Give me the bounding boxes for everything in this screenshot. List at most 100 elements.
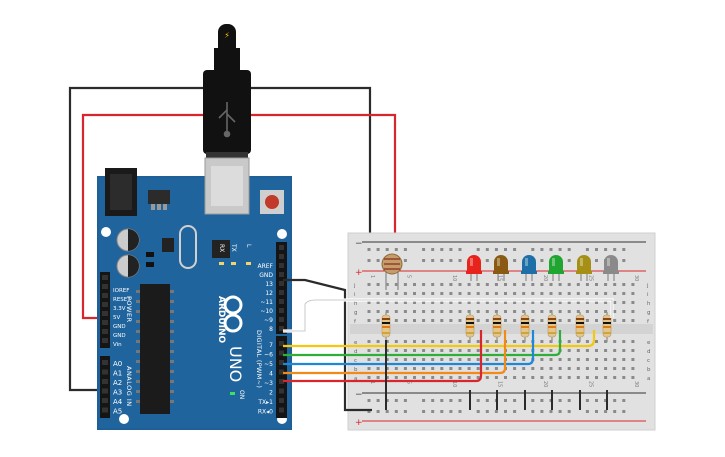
digital-pin-hole[interactable] — [279, 398, 284, 403]
photoresistor — [381, 253, 403, 290]
column-number: 15 — [496, 381, 502, 387]
row-letter: a — [647, 376, 650, 382]
digital-pin-hole[interactable] — [279, 263, 284, 268]
resistor — [575, 312, 585, 342]
wire-yellow-pin7 — [283, 330, 596, 348]
power-pin-label: 3.3V — [113, 306, 126, 312]
power-pin-label: 5V — [113, 315, 120, 321]
column-number: 1 — [369, 275, 375, 278]
analog-pin-hole[interactable] — [102, 379, 108, 384]
digital-pin-hole[interactable] — [279, 341, 284, 346]
digital-pin-label: GND — [259, 272, 273, 279]
row-letter: c — [354, 358, 357, 364]
digital-pin-hole[interactable] — [279, 317, 284, 322]
row-letter: j — [353, 283, 356, 289]
svg-text:−: − — [355, 239, 363, 249]
row-letter: g — [647, 310, 651, 316]
digital-pin-hole[interactable] — [279, 281, 284, 286]
digital-pin-label: 2 — [269, 390, 273, 397]
wire-bundle — [283, 278, 614, 412]
led-label-tx: TX — [230, 243, 237, 252]
wire-white-pin9-outline — [283, 299, 613, 332]
column-number: 20 — [542, 381, 548, 387]
digital-pin-label: ~9 — [264, 317, 273, 324]
digital-pin-hole[interactable] — [279, 299, 284, 304]
digital-pin-label: ~6 — [264, 352, 273, 359]
analog-pin-hole[interactable] — [102, 398, 108, 403]
ground-jumpers — [385, 340, 608, 410]
board-indicator-leds — [219, 262, 251, 265]
column-number: 30 — [633, 381, 639, 387]
analog-pin-hole[interactable] — [102, 407, 108, 413]
analog-pin-label: A0 — [113, 360, 122, 368]
wire-orange-pin4 — [283, 330, 507, 375]
wire-blue-pin5 — [283, 330, 535, 366]
analog-pin-label: A2 — [113, 379, 122, 387]
power-pin-hole[interactable] — [102, 284, 108, 289]
digital-pin-hole[interactable] — [279, 308, 284, 313]
column-number: 5 — [405, 275, 411, 278]
power-pin-hole[interactable] — [102, 293, 108, 298]
power-pin-hole[interactable] — [102, 302, 108, 307]
digital-pin-label: 7 — [269, 342, 273, 349]
power-pin-label: GND — [113, 324, 126, 330]
analog-pin-hole[interactable] — [102, 360, 108, 365]
digital-pin-hole[interactable] — [279, 379, 284, 384]
led-gray — [603, 255, 619, 281]
svg-text:−: − — [355, 390, 363, 400]
resistor — [520, 312, 530, 342]
power-pin-hole[interactable] — [102, 311, 108, 316]
digital-pin-label: 4 — [269, 371, 273, 378]
digital-pin-hole[interactable] — [279, 388, 284, 394]
digital-pin-label: AREF — [257, 263, 273, 270]
resistor — [381, 312, 391, 342]
digital-pin-hole[interactable] — [279, 272, 284, 277]
wire-green-pin6 — [283, 330, 562, 357]
column-number: 15 — [496, 275, 502, 281]
led-brown — [493, 255, 509, 281]
digital-pin-hole[interactable] — [279, 369, 284, 375]
digital-pin-label: ~11 — [260, 299, 273, 306]
digital-pin-hole[interactable] — [279, 350, 284, 356]
led-label-rx: RX — [218, 244, 225, 252]
digital-pin-hole[interactable] — [279, 290, 284, 295]
power-pin-hole[interactable] — [102, 275, 108, 280]
svg-text:+: + — [355, 418, 363, 428]
digital-pin-label: ~10 — [260, 308, 273, 315]
analog-pin-hole[interactable] — [102, 369, 108, 375]
led-red — [466, 255, 482, 281]
analog-pin-hole[interactable] — [102, 388, 108, 394]
analog-pin-label: A4 — [113, 398, 123, 406]
row-letter: h — [354, 301, 358, 307]
row-letter: j — [646, 283, 649, 289]
row-letter: f — [647, 319, 650, 325]
power-pin-label: GND — [113, 333, 126, 339]
led-row — [466, 255, 619, 281]
row-letter: e — [354, 340, 358, 346]
led-label-l: L — [245, 244, 252, 248]
digital-pin-hole[interactable] — [279, 245, 284, 250]
digital-pin-hole[interactable] — [279, 254, 284, 259]
power-pin-hole[interactable] — [102, 338, 108, 343]
column-number: 30 — [633, 275, 639, 281]
digital-pin-label: ~3 — [264, 380, 273, 387]
power-pin-label: Vin — [113, 342, 122, 348]
digital-pin-label: 13 — [265, 281, 273, 288]
power-pin-label: RESET — [113, 297, 131, 303]
column-number: 10 — [451, 381, 457, 387]
digital-pin-hole[interactable] — [279, 407, 284, 413]
digital-pin-hole[interactable] — [279, 360, 284, 365]
row-letter: b — [647, 367, 651, 373]
digital-pin-label: 12 — [265, 290, 273, 297]
power-pin-hole[interactable] — [102, 329, 108, 334]
lightning-icon: ⚡ — [224, 31, 230, 40]
row-letter: i — [354, 292, 356, 298]
resistor — [547, 312, 557, 342]
digital-pin-label: 8 — [269, 326, 273, 333]
row-letter: h — [647, 301, 651, 307]
power-pin-hole[interactable] — [102, 320, 108, 325]
reset-button[interactable] — [260, 190, 284, 214]
digital-pin-hole[interactable] — [279, 326, 284, 331]
